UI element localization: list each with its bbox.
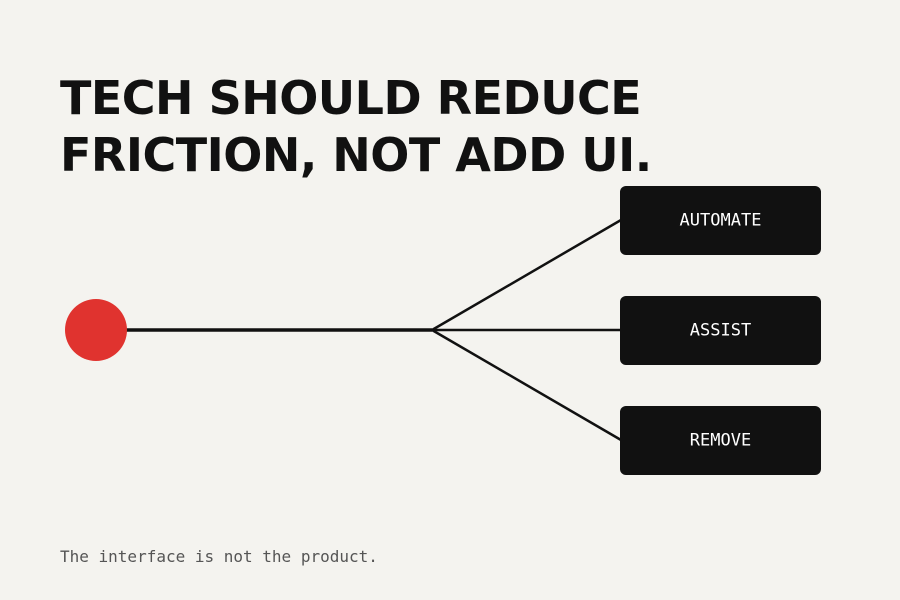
branch-box-remove bbox=[620, 406, 821, 475]
branch-automate: AUTOMATE bbox=[620, 186, 821, 255]
headline-line-1: TECH SHOULD REDUCE bbox=[60, 71, 642, 125]
branch-line-automate bbox=[431, 218, 622, 332]
branch-box-automate bbox=[620, 186, 821, 255]
caption: The interface is not the product. bbox=[60, 547, 378, 566]
origin-dot bbox=[65, 299, 127, 361]
branch-line-remove bbox=[431, 328, 622, 442]
branch-label-automate: AUTOMATE bbox=[680, 211, 762, 231]
headline: TECH SHOULD REDUCE FRICTION, NOT ADD UI. bbox=[60, 70, 652, 184]
headline-line-2: FRICTION, NOT ADD UI. bbox=[60, 128, 652, 182]
branch-label-assist: ASSIST bbox=[690, 321, 751, 341]
branch-label-remove: REMOVE bbox=[690, 431, 751, 451]
branch-remove: REMOVE bbox=[620, 406, 821, 475]
branch-assist: ASSIST bbox=[620, 296, 821, 365]
branch-box-assist bbox=[620, 296, 821, 365]
